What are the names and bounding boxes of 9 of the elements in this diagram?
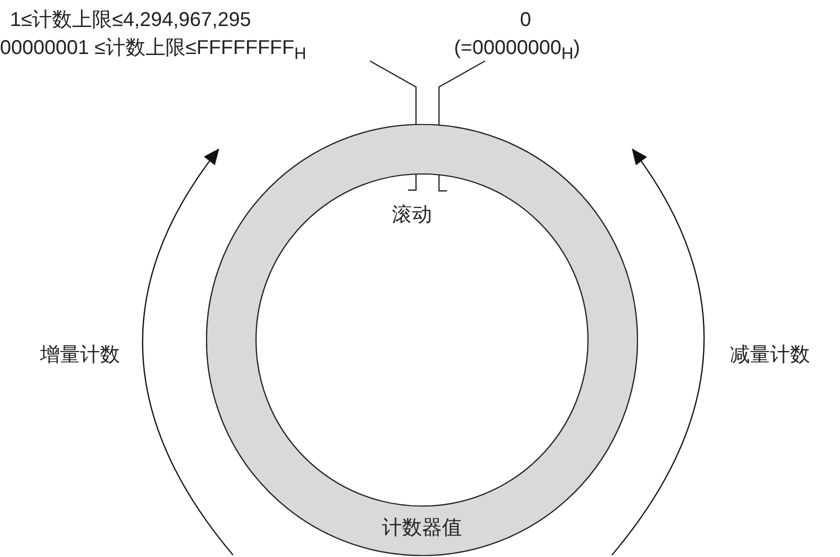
zero-text: (=00000000$_{H}$): [454, 38, 580, 63]
zero-text: 0: [520, 10, 532, 30]
range-text: 00000001 ≤计数上限≤FFFFFFFF$_{H}$: [0, 38, 306, 63]
ring-label: 计数器值: [382, 518, 462, 538]
range-text: 1≤计数上限≤4,294,967,295: [10, 10, 251, 30]
rollover-label: 滚动: [392, 205, 432, 225]
decrement-label: 减量计数: [730, 345, 810, 365]
counter-ring: [206, 124, 638, 556]
increment-label: 增量计数: [40, 345, 120, 365]
